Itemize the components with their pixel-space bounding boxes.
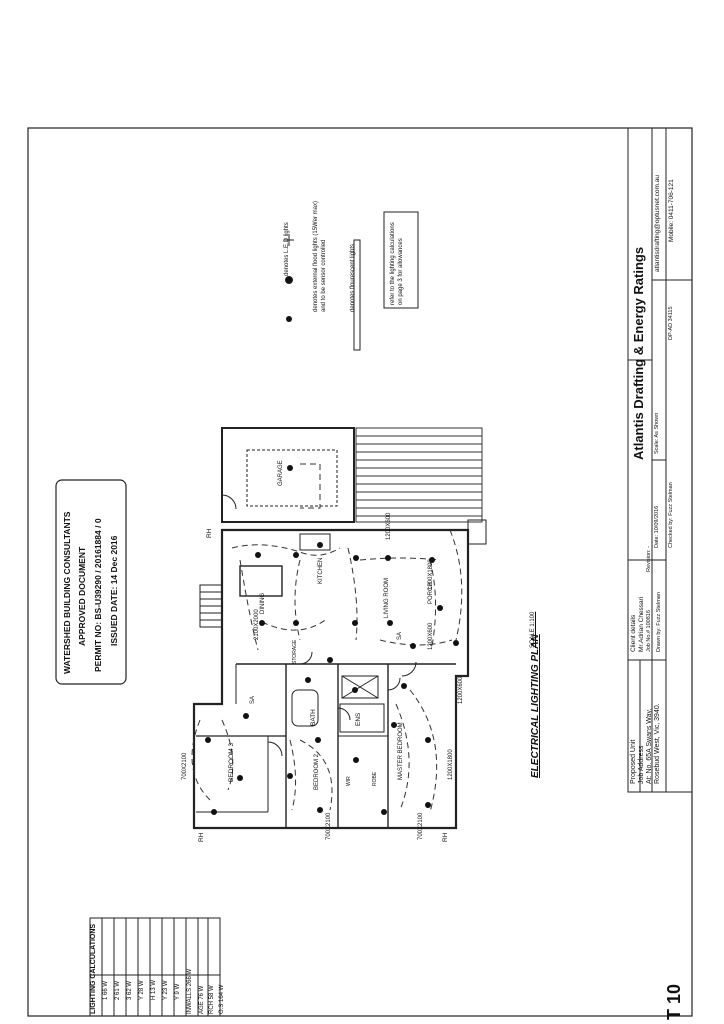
company-checked: Checked by: Fuzz Stelman	[668, 482, 674, 548]
room-ens: ENS	[355, 712, 362, 726]
sheet-number: T 10	[664, 983, 684, 1020]
dim-9: 1200X600	[458, 676, 464, 704]
legend-fluoro: denotes flourescent lights	[350, 243, 356, 312]
rh-2: RH	[198, 832, 205, 842]
project-b: Job Address	[638, 745, 645, 784]
calc-row-8: INWALLS 266 W	[187, 968, 193, 1014]
room-master: MASTER BEDROOM	[398, 722, 404, 780]
sa-2: SA	[250, 695, 256, 704]
calc-table	[89, 917, 221, 1017]
room-living: LIVING ROOM	[384, 577, 390, 618]
room-garage: GARAGE	[278, 460, 284, 486]
project-a: Proposed Unit	[630, 739, 637, 784]
room-robe: ROBE	[372, 771, 378, 786]
project-c: At: No. 65A Swans Way,	[646, 708, 653, 784]
dim-2: 1200X1800	[428, 559, 434, 590]
project-d: Rosebud West, Vic, 3940.	[654, 703, 661, 784]
room-dining: DINING	[260, 593, 266, 614]
calc-row-2: 2 61 W	[115, 980, 121, 1000]
company-scale: Scale: As Shown	[654, 412, 660, 454]
room-bedroom3: BEDROOM 3	[228, 742, 235, 782]
dim-6: 700X2100	[326, 812, 332, 840]
room-storage: STORAGE	[292, 639, 298, 664]
legend-flood-2: and to be sensor controlled	[321, 239, 327, 312]
dim-3: 1200X600	[428, 622, 434, 650]
client-name: Mr.Adrian Chessari	[638, 596, 645, 652]
calc-row-3: 3 62 W	[127, 980, 133, 1000]
legend-led: denotes L.E.D lights	[284, 222, 290, 276]
client-job: Job No.# 100816	[646, 610, 652, 652]
company-mobile: Mobile: 0411-706-121	[668, 179, 675, 242]
stamp-line-4: ISSUED DATE: 14 Dec 2016	[109, 535, 119, 646]
calc-row-5: H 13 W	[151, 979, 157, 1000]
plan-title: ELECTRICAL LIGHTING PLAN	[530, 634, 541, 778]
room-wir: WIR	[346, 776, 352, 786]
stamp-line-1: WATERSHED BUILDING CONSULTANTS	[62, 511, 72, 674]
room-bedroom2: BEDROOM 2	[314, 753, 320, 790]
legend-calc-1: refer to the lighting calculations	[390, 222, 396, 305]
client-drawn: Drawn by: Fuzz Stelman	[656, 592, 662, 652]
calc-row-9: AGE 76 W	[199, 985, 205, 1014]
calc-row-4: Y 28 W	[139, 980, 145, 1000]
legend-symbols	[284, 211, 419, 351]
led-lights	[205, 316, 459, 815]
rh-1: RH	[206, 528, 213, 538]
title-block	[627, 127, 693, 793]
rh-3: RH	[442, 832, 449, 842]
plan-scale: SCALE 1:100	[530, 611, 536, 648]
company-dp: DP-AD 34115	[668, 306, 674, 340]
company-name: Atlantis Drafting & Energy Ratings	[631, 246, 646, 460]
company-email: atlantisdrafting@optusnet.com.au	[654, 175, 661, 272]
stamp-line-2: APPROVED DOCUMENT	[77, 546, 87, 646]
stamp-line-3: PERMIT NO: BS-U39290 / 20161884 / 0	[93, 518, 103, 672]
dim-1: 1200X600	[386, 512, 392, 540]
calc-row-6: Y 23 W	[163, 980, 169, 1000]
dim-5: 700X2100	[182, 752, 188, 780]
calc-row-11: O.S 164 W	[219, 984, 225, 1014]
approval-stamp	[55, 479, 127, 685]
garage-walls	[221, 427, 355, 523]
dim-7: 700X2100	[418, 812, 424, 840]
house-outline	[192, 528, 470, 830]
calc-row-10: RCH 58 W	[209, 985, 215, 1014]
calc-row-7: Y 9 W	[175, 983, 181, 1000]
company-date: Date: 10/09/2016	[654, 505, 660, 548]
legend-calc-2: on page 3 for allowances	[398, 238, 404, 305]
client-heading: Client details	[630, 614, 637, 652]
legend-flood-1: denotes external flood lights (15Wer max…	[313, 201, 319, 312]
calc-row-1: 1 66 W	[103, 980, 109, 1000]
dim-8: 1200X1800	[448, 749, 454, 780]
client-rev: Revision: -	[646, 546, 652, 572]
sa-1: SA	[397, 631, 403, 640]
calc-title: LIGHTING CALCULATIONS	[90, 923, 97, 1014]
porch-deck	[355, 427, 483, 523]
room-kitchen: KITCHEN	[318, 557, 324, 584]
room-bath: BATH	[310, 709, 317, 726]
dim-4: 2100X2000	[254, 609, 260, 640]
